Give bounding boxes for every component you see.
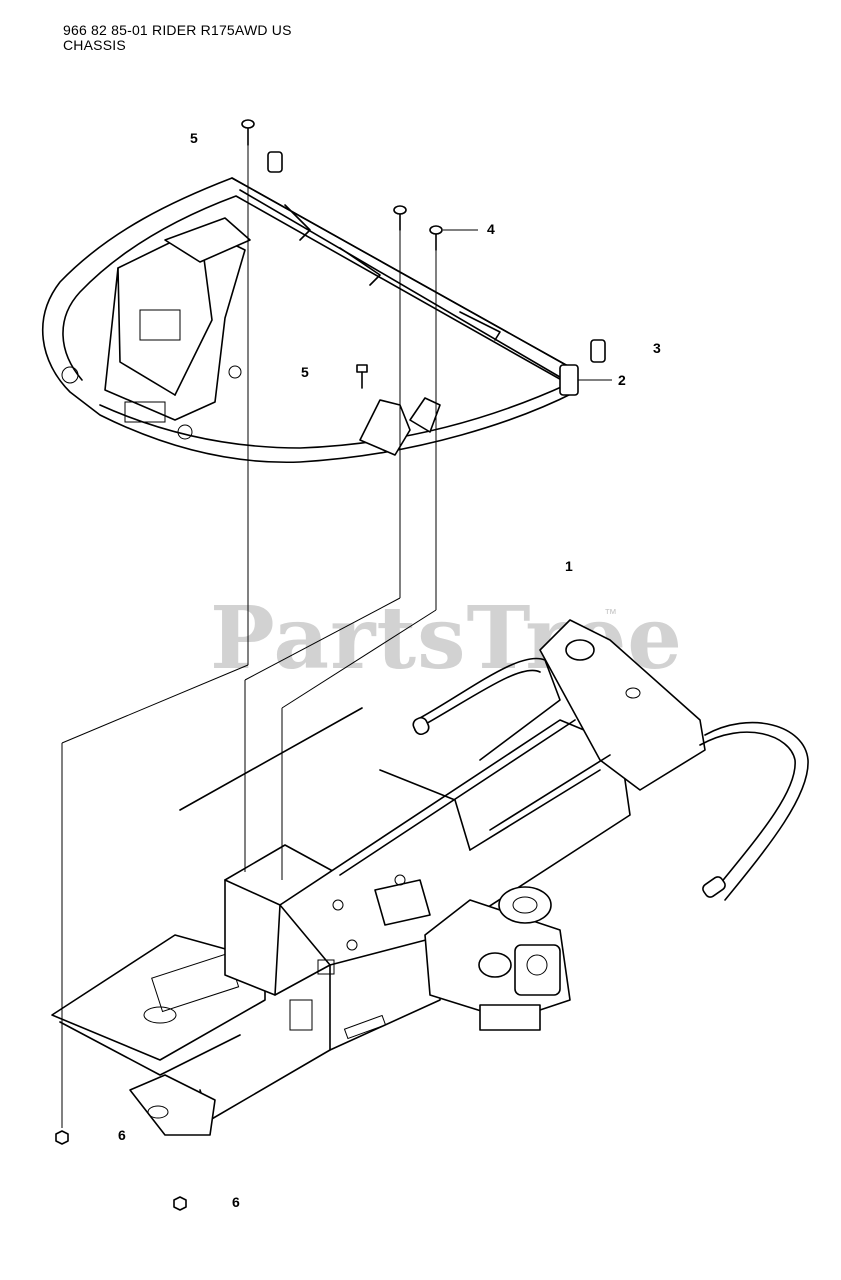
bolt-part[interactable] (241, 119, 255, 146)
clip-part[interactable] (267, 151, 606, 363)
body-frame-part[interactable] (41, 177, 579, 464)
callout-6-lower[interactable]: 6 (118, 1127, 126, 1143)
callout-5-mid[interactable]: 5 (301, 364, 309, 380)
nut-part[interactable] (173, 1196, 187, 1211)
main-frame-part[interactable] (51, 619, 809, 1136)
bolt-part[interactable] (429, 225, 443, 251)
callout-1[interactable]: 1 (565, 558, 573, 574)
callout-6-bottom[interactable]: 6 (232, 1194, 240, 1210)
bolt-part[interactable] (393, 205, 407, 231)
diagram-title: 966 82 85-01 RIDER R175AWD US (63, 22, 292, 38)
nut-part[interactable] (55, 1130, 69, 1145)
bolt-part[interactable] (356, 364, 368, 389)
callout-2[interactable]: 2 (618, 372, 626, 388)
callout-4[interactable]: 4 (487, 221, 495, 237)
callout-3[interactable]: 3 (653, 340, 661, 356)
diagram-subtitle: CHASSIS (63, 37, 126, 53)
watermark-trademark: ™ (604, 606, 617, 621)
leader-lines (61, 145, 612, 1128)
callout-5-top[interactable]: 5 (190, 130, 198, 146)
